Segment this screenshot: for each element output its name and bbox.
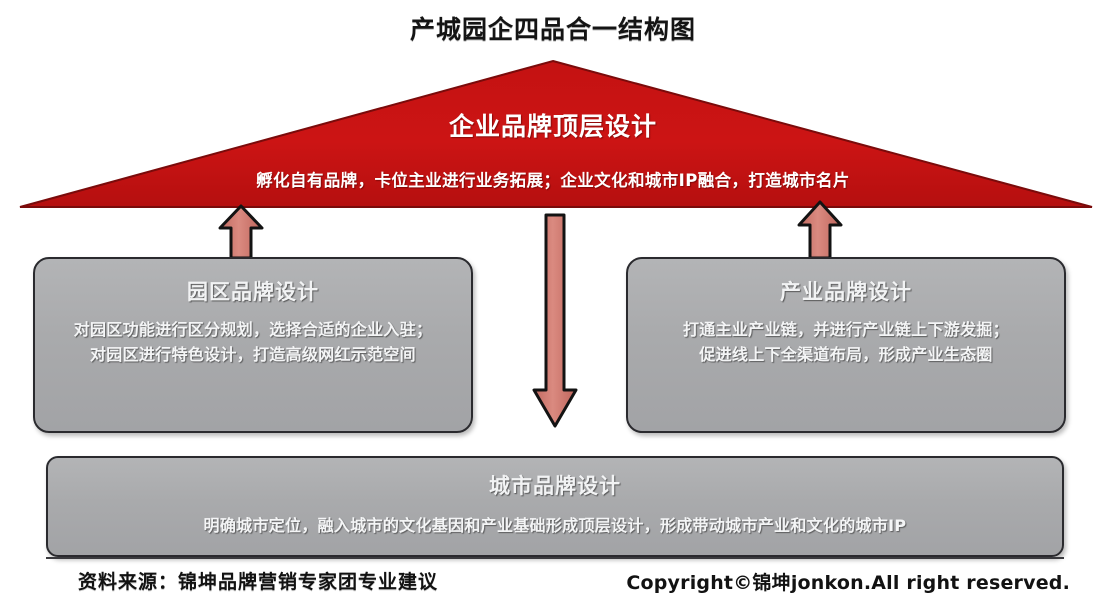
footer-divider xyxy=(46,557,1064,559)
arrow-up-icon-right xyxy=(797,200,843,264)
arrow-up-icon-left xyxy=(218,204,264,264)
copyright-note: Copyright©锦坤jonkon.All right reserved. xyxy=(626,572,1070,594)
panel-park-body: 对园区功能进行区分规划，选择合适的企业入驻； 对园区进行特色设计，打造高级网红示… xyxy=(73,320,433,364)
panel-city-body: 明确城市定位，融入城市的文化基因和产业基础形成顶层设计，形成带动城市产业和文化的… xyxy=(203,516,907,535)
enterprise-brand-roof: 企业品牌顶层设计 孵化自有品牌，卡位主业进行业务拓展；企业文化和城市IP融合，打… xyxy=(0,55,1106,213)
roof-heading: 企业品牌顶层设计 xyxy=(448,112,657,141)
page-title: 产城园企四品合一结构图 xyxy=(409,15,696,44)
roof-body-text: 孵化自有品牌，卡位主业进行业务拓展；企业文化和城市IP融合，打造城市名片 xyxy=(256,171,850,190)
roof-triangle-shape xyxy=(19,59,1093,208)
panel-park-brand-design: 园区品牌设计 对园区功能进行区分规划，选择合适的企业入驻； 对园区进行特色设计，… xyxy=(33,257,473,433)
panel-park-heading: 园区品牌设计 xyxy=(187,280,319,304)
panel-industry-body: 打通主业产业链，并进行产业链上下游发掘； 促进线上下全渠道布局，形成产业生态圈 xyxy=(682,320,1009,364)
panel-city-brand-design: 城市品牌设计 明确城市定位，融入城市的文化基因和产业基础形成顶层设计，形成带动城… xyxy=(46,456,1064,557)
panel-city-heading: 城市品牌设计 xyxy=(489,474,621,498)
arrow-down-icon-center xyxy=(531,212,579,434)
source-note: 资料来源：锦坤品牌营销专家团专业建议 xyxy=(78,571,439,593)
roof-polygon xyxy=(19,59,1093,208)
panel-industry-heading: 产业品牌设计 xyxy=(780,280,912,304)
panel-industry-brand-design: 产业品牌设计 打通主业产业链，并进行产业链上下游发掘； 促进线上下全渠道布局，形… xyxy=(626,257,1066,433)
